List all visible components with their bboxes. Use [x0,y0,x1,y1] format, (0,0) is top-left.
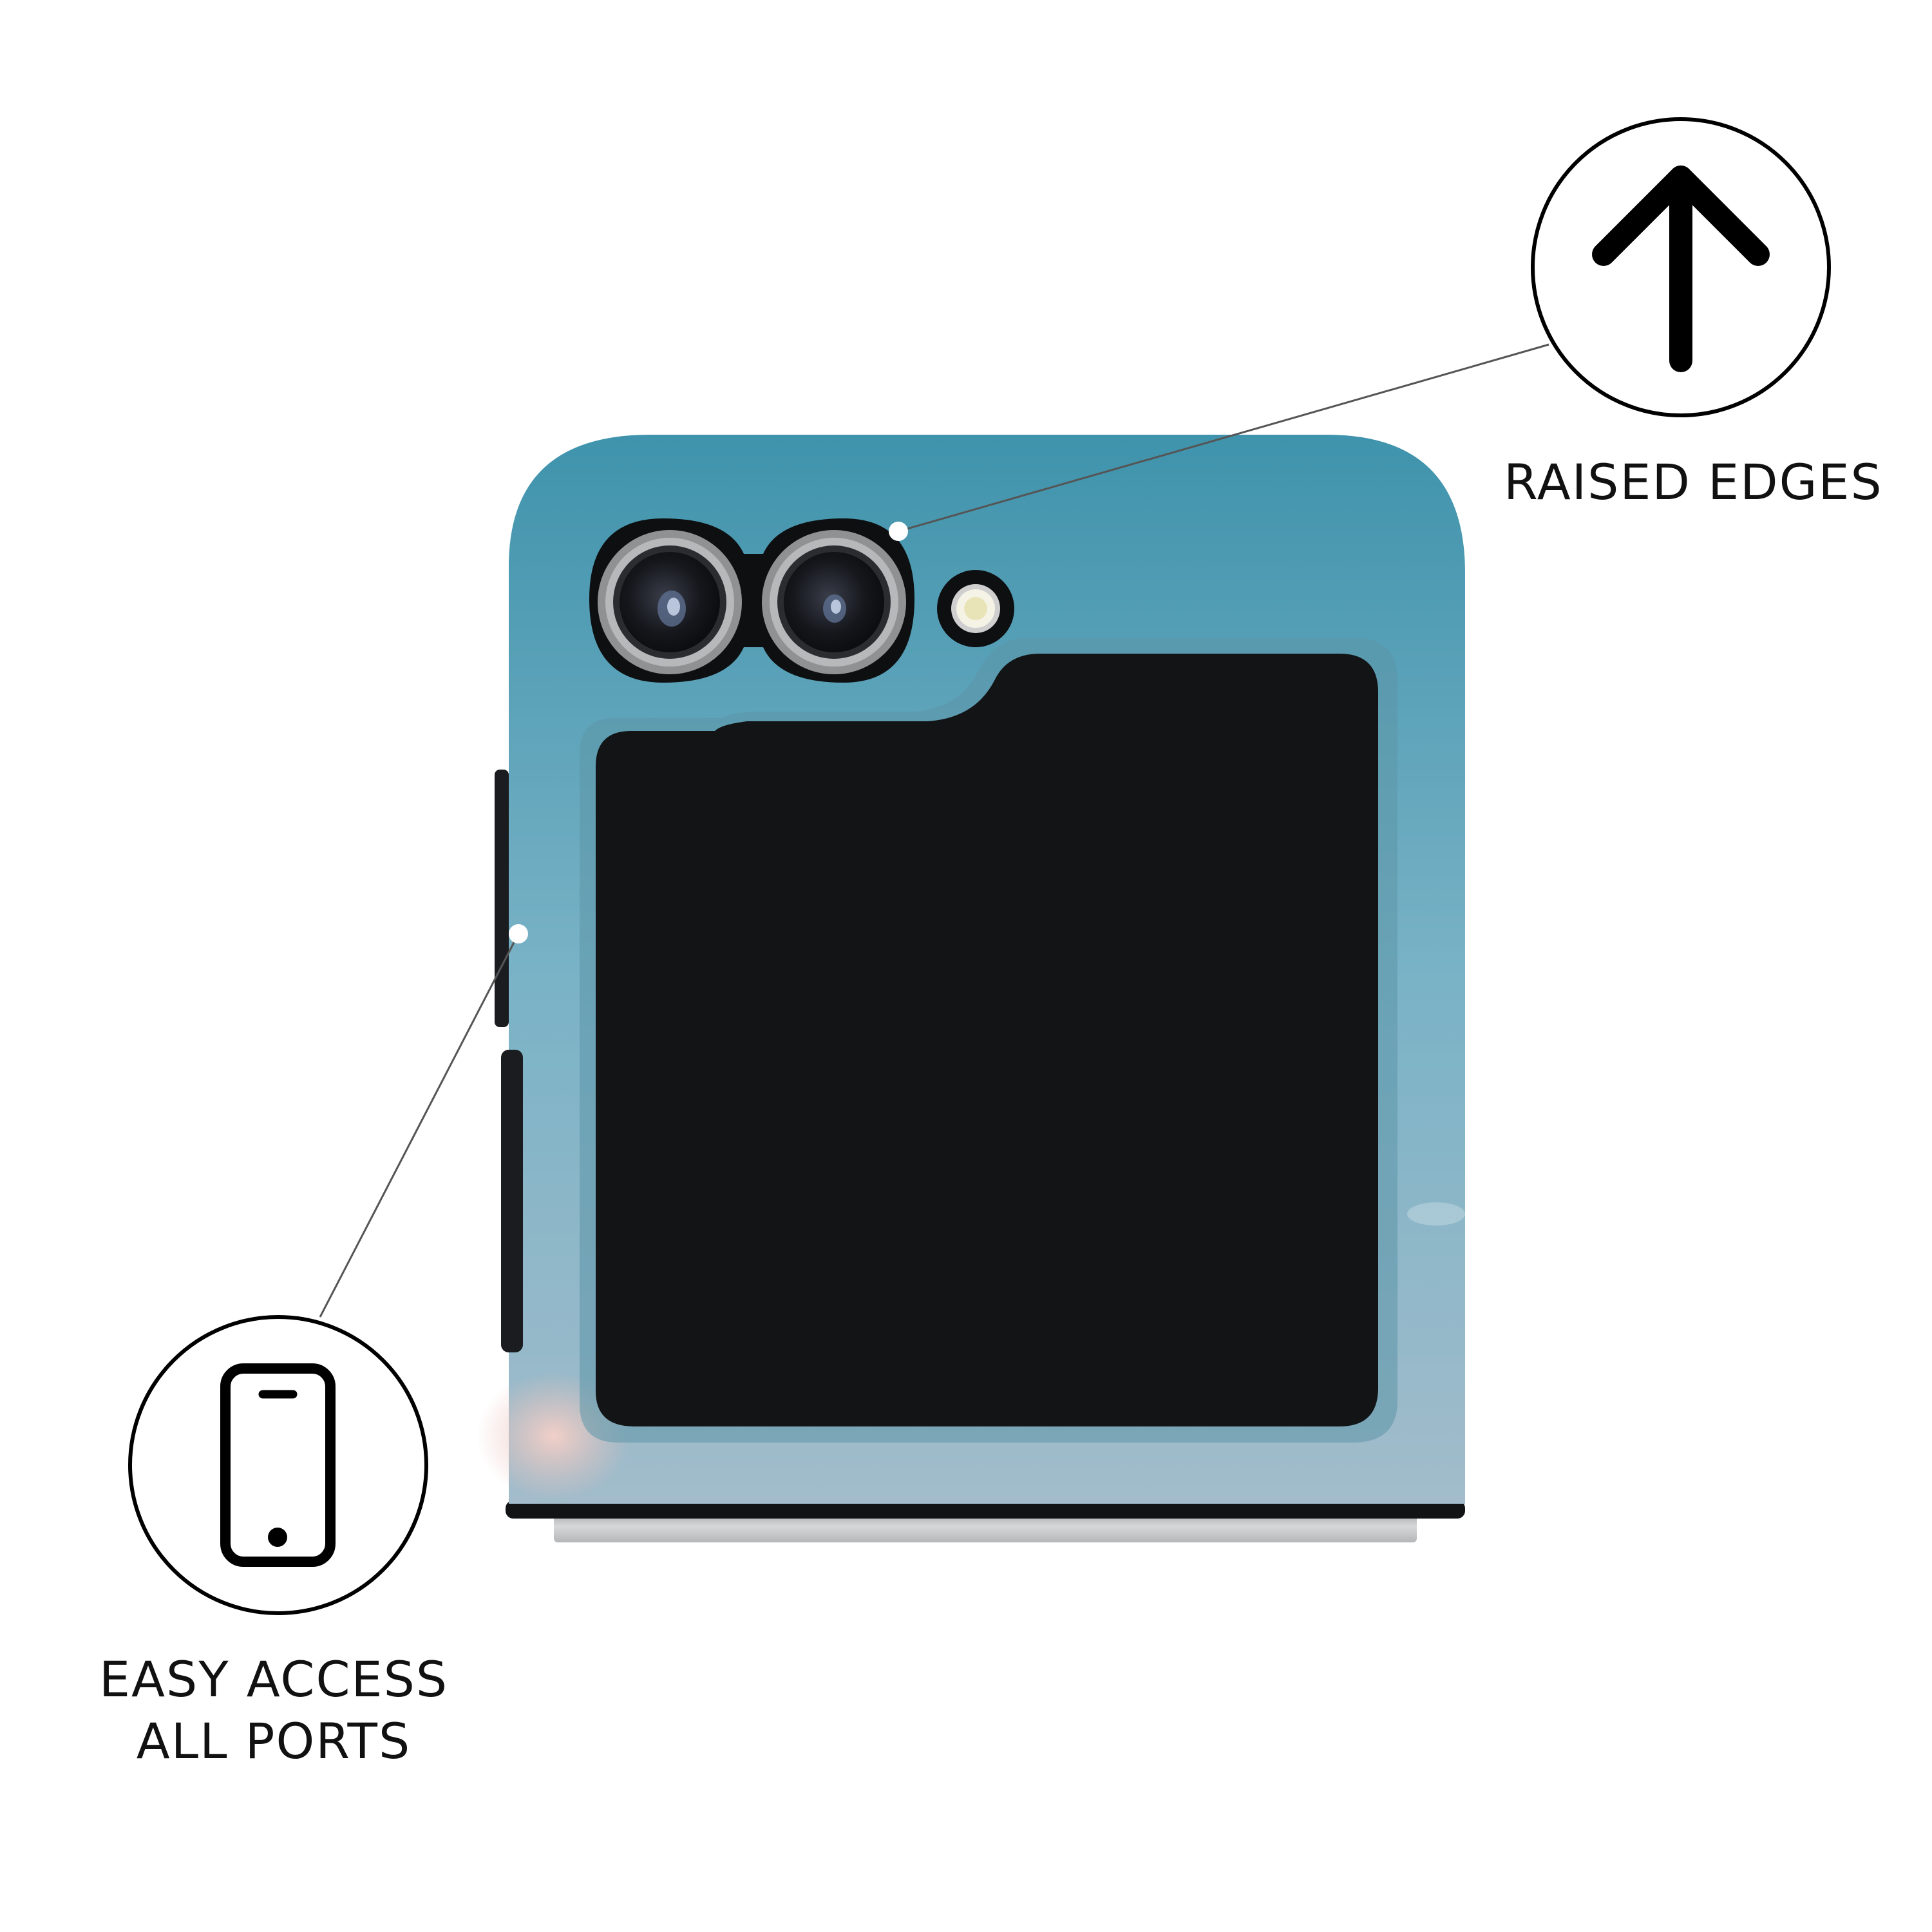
camera-flash [937,570,1014,647]
camera-lens-left [598,530,742,674]
phone-case [477,435,1465,1542]
arrow-up-icon [1592,166,1770,372]
raised-edges-marker [889,522,908,541]
smartphone-icon [220,1363,336,1567]
raised-edges-leader [889,343,1549,541]
easy-access-label: EASY ACCESS ALL PORTS [97,1649,451,1772]
cover-screen [596,654,1378,1426]
raised-edges-label: RAISED EDGES [1504,453,1883,511]
easy-access-badge [128,1315,428,1615]
easy-access-label-line2: ALL PORTS [136,1712,412,1770]
easy-access-marker [509,924,528,943]
easy-access-label-line1: EASY ACCESS [99,1651,449,1708]
volume-button [495,770,509,1027]
easy-access-leader [319,924,528,1318]
raised-edges-badge [1531,117,1831,417]
camera-lens-right [762,530,906,674]
power-button [501,1050,523,1352]
case-bottom-lip [506,1501,1465,1519]
